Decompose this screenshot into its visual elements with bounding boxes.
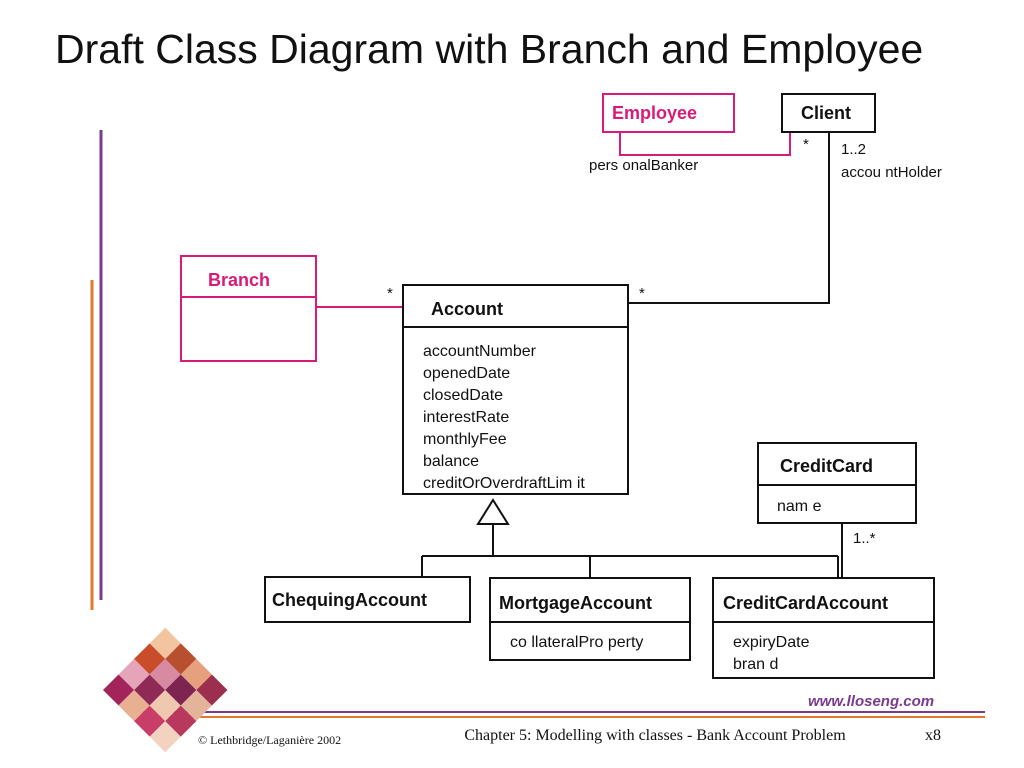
- class-credit-card-divider: [759, 484, 915, 486]
- class-credit-card[interactable]: CreditCard nam e: [757, 442, 917, 524]
- class-client[interactable]: Client: [781, 93, 876, 133]
- class-credit-card-name: CreditCard: [780, 456, 874, 476]
- role-account-holder: accou ntHolder: [841, 164, 942, 181]
- class-branch-name: Branch: [208, 270, 271, 290]
- class-mortgage-account-name: MortgageAccount: [499, 593, 652, 613]
- generalization-triangle: [476, 498, 510, 525]
- class-account[interactable]: Account accountNumber openedDate closedD…: [402, 284, 629, 495]
- class-chequing-account[interactable]: ChequingAccount: [264, 576, 471, 623]
- class-branch-divider: [182, 296, 315, 298]
- class-account-divider: [404, 326, 627, 328]
- class-mortgage-account-divider: [491, 621, 689, 623]
- attr-collateral-property: co llateralPro perty: [510, 634, 644, 651]
- class-employee[interactable]: Employee: [602, 93, 735, 133]
- mult-branch-account: *: [387, 285, 393, 302]
- assoc-client-account: [628, 133, 830, 304]
- attr-monthly-fee: monthlyFee: [423, 431, 507, 448]
- attr-brand: bran d: [733, 656, 779, 673]
- attr-closed-date: closedDate: [423, 387, 504, 404]
- class-client-name: Client: [801, 103, 852, 123]
- chapter-caption: Chapter 5: Modelling with classes - Bank…: [464, 727, 846, 744]
- attr-expiry-date: expiryDate: [733, 634, 810, 651]
- class-credit-card-account-divider: [714, 621, 933, 623]
- role-personal-banker: pers onalBanker: [589, 157, 699, 174]
- website-link[interactable]: www.lloseng.com: [808, 693, 935, 710]
- attr-account-number: accountNumber: [423, 343, 536, 360]
- assoc-employee-client: [619, 133, 791, 156]
- attr-credit-or-overdraft-limit: creditOrOverdraftLim it: [423, 475, 585, 492]
- attr-balance: balance: [423, 453, 480, 470]
- mult-credit-card: 1..*: [853, 530, 876, 547]
- class-credit-card-account[interactable]: CreditCardAccount expiryDate bran d: [712, 577, 935, 679]
- attr-opened-date: openedDate: [423, 365, 511, 382]
- class-mortgage-account[interactable]: MortgageAccount co llateralPro perty: [489, 577, 691, 661]
- class-employee-name: Employee: [612, 103, 698, 123]
- class-credit-card-account-name: CreditCardAccount: [723, 593, 889, 613]
- attr-name: nam e: [777, 498, 822, 515]
- class-account-name: Account: [431, 299, 503, 319]
- copyright-text: © Lethbridge/Laganière 2002: [198, 733, 342, 747]
- class-branch[interactable]: Branch: [180, 255, 317, 362]
- decor-mosaic: [103, 627, 228, 753]
- page-title: Draft Class Diagram with Branch and Empl…: [55, 26, 924, 72]
- mult-employee-client: *: [803, 136, 809, 153]
- attr-interest-rate: interestRate: [423, 409, 510, 426]
- mult-account-holder-client: 1..2: [841, 141, 867, 158]
- mult-account-holder-account: *: [639, 285, 645, 302]
- class-chequing-account-name: ChequingAccount: [272, 590, 427, 610]
- page-number: x8: [925, 727, 941, 744]
